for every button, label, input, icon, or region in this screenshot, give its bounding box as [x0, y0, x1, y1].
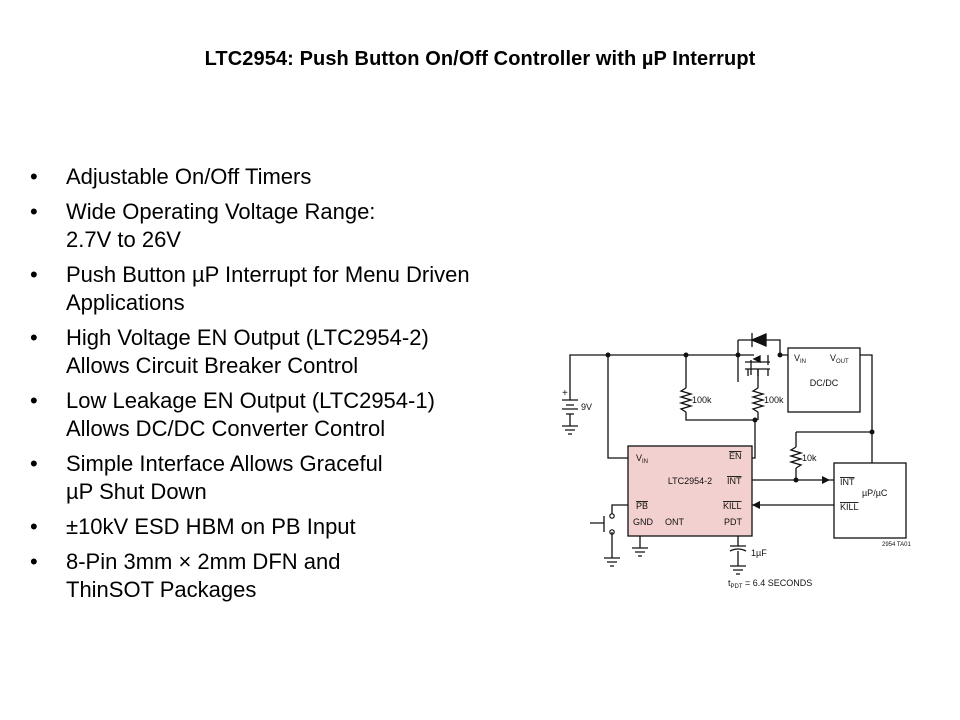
junction-dot — [869, 429, 875, 435]
capacitor — [729, 545, 747, 552]
dcdc-box — [787, 347, 861, 413]
battery-label: 9V — [581, 402, 592, 412]
bullet-marker: • — [30, 199, 38, 224]
bullet-text: Wide Operating Voltage Range: — [66, 199, 376, 224]
vin-wire — [607, 355, 628, 459]
battery-plus: + — [562, 388, 568, 399]
junction-dot — [793, 477, 799, 483]
microprocessor-box — [833, 462, 907, 539]
figure-id: 2954 TA01 — [882, 542, 911, 548]
bullet-text: Adjustable On/Off Timers — [66, 164, 312, 189]
junction-dot — [605, 352, 611, 358]
top-rail-wire — [608, 354, 789, 360]
r3-label: 10k — [802, 453, 817, 463]
bullet-item: • Low Leakage EN Output (LTC2954-1) Allows… — [30, 387, 570, 443]
mosfet-body — [745, 361, 770, 376]
cap-label: 1µF — [751, 548, 767, 558]
junction-dot — [777, 352, 783, 358]
bullet-item: • Adjustable On/Off Timers — [30, 163, 570, 191]
bullet-marker: • — [30, 451, 38, 476]
tpdt-label: tPDT = 6.4 SECONDS — [728, 578, 812, 590]
cap-ground — [730, 551, 746, 575]
resistors — [678, 387, 804, 469]
r2-label: 100k — [764, 395, 784, 405]
bullet-item: • High Voltage EN Output (LTC2954-2) Allow… — [30, 324, 570, 380]
chip-pin-kill: KILL — [723, 501, 742, 511]
r1-zigzag — [678, 387, 694, 413]
mosfet-arrow — [752, 354, 761, 364]
chip-pin-gnd: GND — [633, 517, 654, 527]
bullet-text: Simple Interface Allows Graceful — [66, 451, 383, 476]
bullet-marker: • — [30, 262, 38, 287]
pb-button — [590, 516, 605, 532]
battery — [562, 382, 578, 435]
bullet-text: Push Button µP Interrupt for Menu Driven — [66, 262, 470, 287]
diode — [737, 333, 781, 355]
chip-pin-ont: ONT — [665, 517, 685, 527]
bullet-text: Low Leakage EN Output (LTC2954-1) — [66, 388, 435, 413]
r3-zigzag — [788, 446, 804, 469]
chip-pin-int: INT — [727, 476, 742, 486]
feature-list: • Adjustable On/Off Timers • Wide Operatin… — [30, 163, 570, 611]
schematic-wires — [569, 354, 873, 558]
bullet-text-continued: µP Shut Down — [66, 479, 207, 504]
slide-title: LTC2954: Push Button On/Off Controller w… — [204, 48, 756, 70]
battery-top-wire — [569, 354, 608, 382]
junction-dot — [683, 352, 689, 358]
dcdc-label: DC/DC — [810, 378, 839, 388]
pb-contact — [609, 513, 615, 519]
bullet-item: • ±10kV ESD HBM on PB Input — [30, 513, 570, 541]
bullet-item: • Push Button µP Interrupt for Menu Drive… — [30, 261, 570, 317]
junction-dots — [605, 352, 875, 483]
application-schematic: + 9V 100k 100k 10k VIN EN LTC2954-2 INT … — [562, 333, 911, 590]
battery-cells — [562, 399, 578, 415]
vout-wire — [860, 354, 873, 463]
bullet-marker: • — [30, 164, 38, 189]
battery-ground — [562, 425, 578, 435]
bullet-text-continued: Allows Circuit Breaker Control — [66, 353, 359, 378]
bullet-marker: • — [30, 325, 38, 350]
chip-name: LTC2954-2 — [668, 476, 712, 486]
bullet-text-continued: Allows DC/DC Converter Control — [66, 416, 386, 441]
pb-wire — [611, 504, 628, 558]
chip-pin-pb: PB — [636, 501, 648, 511]
bullet-text-continued: ThinSOT Packages — [66, 577, 257, 602]
diode-wire — [738, 339, 781, 355]
bullet-marker: • — [30, 388, 38, 413]
diode-triangle — [750, 333, 767, 347]
chip-pin-en: EN — [729, 451, 742, 461]
bullet-marker: • — [30, 514, 38, 539]
up-pin-kill: KILL — [840, 502, 859, 512]
ground-symbols — [604, 545, 747, 575]
ltc2954-chip — [627, 445, 753, 537]
bullet-text: High Voltage EN Output (LTC2954-2) — [66, 325, 429, 350]
up-pin-stubs — [830, 479, 834, 506]
pb-ground — [604, 557, 620, 567]
int-arrow — [822, 476, 830, 484]
mosfet — [745, 354, 770, 376]
chip-pin-pdt: PDT — [724, 517, 743, 527]
bullet-text: ±10kV ESD HBM on PB Input — [66, 514, 356, 539]
gnd-ground — [632, 547, 648, 557]
up-label: µP/µC — [862, 488, 888, 498]
bullet-text: 8-Pin 3mm × 2mm DFN and — [66, 549, 341, 574]
r1-wire — [685, 355, 756, 444]
r1-label: 100k — [692, 395, 712, 405]
bullet-marker: • — [30, 549, 38, 574]
chip-pin-vin: VIN — [636, 453, 648, 465]
junction-dot — [752, 417, 758, 423]
junction-dot — [735, 352, 741, 358]
bullet-item: • Simple Interface Allows Graceful µP Shut… — [30, 450, 570, 506]
kill-arrow — [752, 501, 760, 509]
r2-zigzag — [750, 387, 766, 413]
bullet-text-continued: Applications — [66, 290, 185, 315]
up-pin-int: INT — [840, 477, 855, 487]
bullet-item: • Wide Operating Voltage Range: 2.7V to 26… — [30, 198, 570, 254]
en-wire — [752, 444, 756, 459]
dcdc-pin-vin: VIN — [794, 353, 806, 365]
dcdc-pin-vout: VOUT — [830, 353, 849, 365]
bullet-text-continued: 2.7V to 26V — [66, 227, 181, 252]
